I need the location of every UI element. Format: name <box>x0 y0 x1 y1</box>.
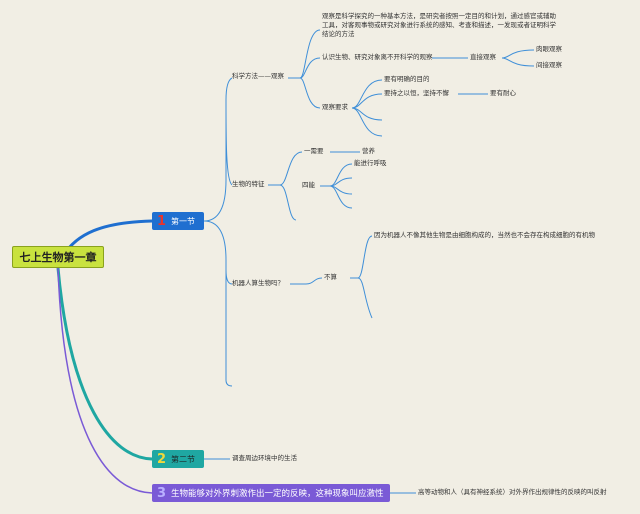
node-need[interactable]: 一需要 <box>304 147 324 155</box>
node-recognize[interactable]: 认识生物、研究对象离不开科学的观察 <box>322 53 433 61</box>
node-robot-reason[interactable]: 因为机器人不像其他生物是由细胞构成的，当然也不会存在构成细胞的有机物 <box>374 231 595 239</box>
node-not-count[interactable]: 不算 <box>324 273 337 281</box>
node-direct-observation[interactable]: 直接观察 <box>470 53 496 61</box>
section3-number: 3 <box>157 485 167 501</box>
root-node[interactable]: 七上生物第一章 <box>12 246 104 268</box>
connector-root-section2 <box>56 267 153 461</box>
node-naked-eye[interactable]: 肉眼观察 <box>536 45 562 53</box>
section3-label: 生物能够对外界刺激作出一定的反映，这种现象叫应激性 <box>171 489 384 499</box>
section1-label: 第一节 <box>171 216 196 226</box>
section2-label: 第二节 <box>171 454 196 464</box>
section2-node[interactable]: 2 第二节 <box>152 450 204 468</box>
section3-node[interactable]: 3 生物能够对外界刺激作出一定的反映，这种现象叫应激性 <box>152 484 390 502</box>
node-requirements[interactable]: 观察要求 <box>322 103 348 111</box>
node-robot[interactable]: 机器人算生物吗？ <box>232 279 284 287</box>
node-reflex[interactable]: 高等动物和人（具有神经系统）对外界作出规律性的反映的叫反射 <box>418 488 607 496</box>
connector-root-section3 <box>57 267 153 494</box>
root-title: 七上生物第一章 <box>19 251 97 264</box>
node-patience[interactable]: 要有耐心 <box>490 89 516 97</box>
node-science-method[interactable]: 科学方法——观察 <box>232 72 284 80</box>
node-observation-definition[interactable]: 观察是科学探究的一种基本方法，是研究者按照一定目的和计划，通过感官或辅助工具，对… <box>322 12 556 38</box>
node-can[interactable]: 四能 <box>302 181 315 189</box>
section1-node[interactable]: 1 第一节 <box>152 212 204 230</box>
section2-number: 2 <box>157 451 167 467</box>
node-req-goal[interactable]: 要有明确的目的 <box>384 75 430 83</box>
section1-number: 1 <box>157 213 167 229</box>
node-indirect-observation[interactable]: 间接观察 <box>536 61 562 69</box>
connector-s1-spine <box>203 77 233 222</box>
node-survey[interactable]: 调查周边环境中的生活 <box>232 454 297 462</box>
node-features[interactable]: 生物的特征 <box>232 180 265 188</box>
node-req-persist[interactable]: 要持之以恒，坚持不懈 <box>384 89 449 97</box>
node-breathe[interactable]: 能进行呼吸 <box>354 159 387 167</box>
node-nutrition[interactable]: 营养 <box>362 147 375 155</box>
